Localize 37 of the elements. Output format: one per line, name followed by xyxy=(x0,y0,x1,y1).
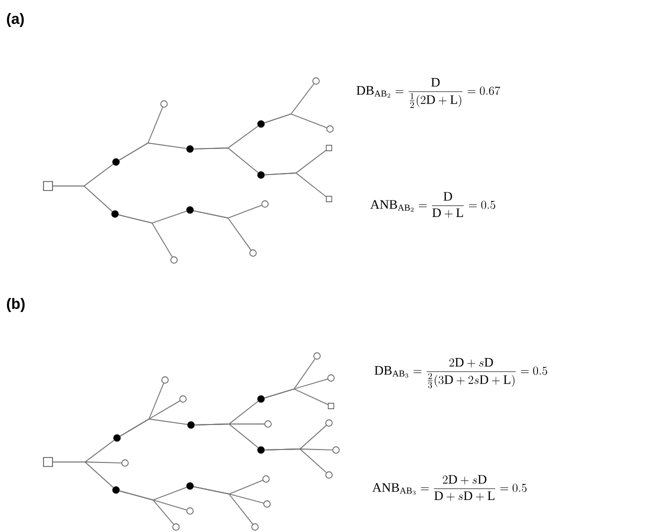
branch-line xyxy=(193,210,252,251)
branch-line xyxy=(264,448,327,474)
panel-label: (b) xyxy=(6,298,25,312)
open-square xyxy=(326,196,332,202)
branch-line xyxy=(193,148,259,174)
panel-label: (a) xyxy=(6,13,24,27)
formula: $\mathrm{ANB}_{\mathrm{AB}_2}=\frac{\mathrm{D}}{\mathrm{D}+\mathrm{L}}=0.5$ xyxy=(370,192,496,218)
filled-dot xyxy=(113,434,121,442)
filled-dot xyxy=(186,206,194,214)
filled-dot xyxy=(257,120,265,128)
formula: $\mathrm{DB}_{\mathrm{AB}_2}=\frac{\mathrm{D}}{\frac{1}{2}(2\mathrm{D}+\mathrm{L})}=0.67$ xyxy=(356,78,500,108)
branch-line xyxy=(118,210,187,224)
branch-line xyxy=(193,486,254,525)
branch-line xyxy=(119,486,187,500)
branch-line xyxy=(264,172,326,197)
branch-line xyxy=(52,462,114,488)
open-square xyxy=(328,402,334,410)
filled-dot xyxy=(187,421,195,429)
filled-dot xyxy=(186,145,194,153)
branch-line xyxy=(118,142,187,161)
filled-dot xyxy=(257,446,265,454)
branch-line xyxy=(264,114,328,128)
branch-line xyxy=(264,388,328,406)
open-square xyxy=(326,144,332,152)
filled-dot xyxy=(257,395,265,403)
filled-dot xyxy=(257,171,265,179)
filled-dot xyxy=(112,486,120,494)
root-square xyxy=(43,457,53,467)
branch-line xyxy=(52,186,113,212)
filled-dot xyxy=(112,158,120,166)
filled-dot xyxy=(186,482,194,490)
branch-line xyxy=(194,424,259,448)
branch-line xyxy=(120,418,188,437)
root-square xyxy=(43,181,53,191)
filled-dot xyxy=(111,210,119,218)
formula: $\mathrm{DB}_{\mathrm{AB}_3}=\frac{2\mathrm{D}+s\mathrm{D}}{\frac{2}{3}(3\mathrm{D}+2s\mathrm{D}+\mathrm{L})}=0.5$ xyxy=(374,358,548,388)
formula: $\mathrm{ANB}_{\mathrm{AB}_3}=\frac{2\mathrm{D}+s\mathrm{D}}{\mathrm{D}+s\mathrm{D}+\mathrm{L}}=0.5$ xyxy=(372,475,527,501)
